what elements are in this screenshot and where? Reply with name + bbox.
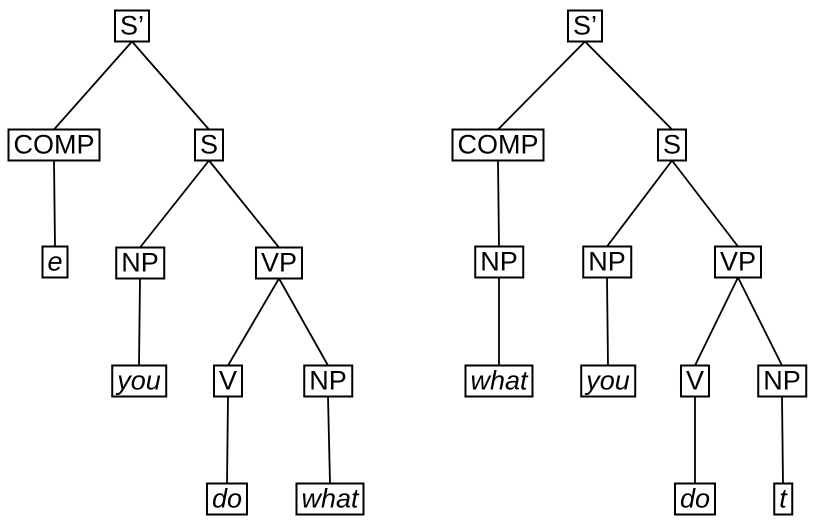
tree-edge-left-tree-np-subj-you bbox=[138, 278, 141, 366]
tree-edge-right-tree-vp-np-obj bbox=[737, 277, 783, 366]
tree-node-left-tree-s-bar: S’ bbox=[113, 9, 151, 43]
tree-node-right-tree-what: what bbox=[464, 364, 534, 398]
tree-edge-right-tree-np-obj-t bbox=[781, 396, 784, 484]
tree-edge-right-tree-s-np-subj bbox=[606, 159, 673, 248]
tree-node-right-tree-np-obj: NP bbox=[757, 364, 807, 398]
tree-node-left-tree-np-subj: NP bbox=[115, 246, 165, 280]
tree-edge-left-tree-vp-np-obj bbox=[278, 278, 329, 366]
tree-node-left-tree-do: do bbox=[205, 482, 249, 516]
tree-node-right-tree-you: you bbox=[580, 364, 636, 398]
tree-node-right-tree-v: V bbox=[679, 364, 711, 398]
tree-edge-right-tree-np-subj-you bbox=[606, 277, 609, 366]
tree-node-left-tree-comp: COMP bbox=[7, 128, 101, 162]
tree-edge-left-tree-np-obj-what bbox=[327, 396, 331, 484]
tree-node-right-tree-vp: VP bbox=[713, 245, 763, 279]
tree-node-right-tree-do: do bbox=[673, 482, 717, 516]
tree-node-left-tree-np-obj: NP bbox=[303, 364, 353, 398]
tree-edge-left-tree-vp-v bbox=[227, 278, 280, 366]
tree-node-right-tree-np-subj: NP bbox=[582, 245, 632, 279]
tree-node-left-tree-you: you bbox=[111, 364, 167, 398]
tree-node-left-tree-s: S bbox=[193, 128, 225, 162]
tree-edge-right-tree-comp-np-comp bbox=[497, 160, 500, 247]
tree-edge-left-tree-s-np-subj bbox=[139, 159, 210, 249]
tree-edge-right-tree-s-bar-comp bbox=[497, 40, 586, 131]
tree-edge-right-tree-vp-v bbox=[694, 277, 739, 366]
tree-node-right-tree-comp: COMP bbox=[451, 128, 545, 162]
tree-node-left-tree-what: what bbox=[295, 482, 365, 516]
tree-node-right-tree-s: S bbox=[656, 128, 688, 162]
tree-node-right-tree-np-comp: NP bbox=[474, 245, 524, 279]
tree-edge-left-tree-comp-e bbox=[53, 160, 56, 247]
tree-node-left-tree-v: V bbox=[212, 364, 244, 398]
tree-node-left-tree-e: e bbox=[41, 245, 69, 279]
tree-edge-left-tree-s-bar-comp bbox=[53, 40, 133, 131]
tree-edge-left-tree-v-do bbox=[226, 396, 229, 484]
tree-node-right-tree-t: t bbox=[773, 482, 793, 516]
tree-edge-left-tree-s-vp bbox=[208, 159, 280, 249]
tree-edge-right-tree-s-vp bbox=[671, 159, 739, 248]
tree-node-right-tree-s-bar: S’ bbox=[566, 9, 604, 43]
tree-edge-left-tree-s-bar-s bbox=[131, 40, 210, 131]
tree-node-left-tree-vp: VP bbox=[254, 246, 304, 280]
tree-edge-right-tree-s-bar-s bbox=[584, 40, 673, 131]
